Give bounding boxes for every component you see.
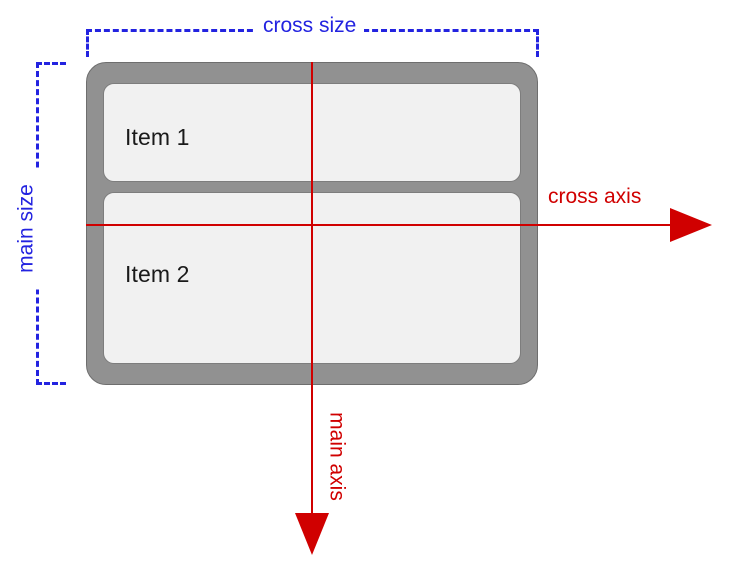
cross-axis-label: cross axis — [548, 185, 642, 208]
cross-size-bracket-right-tick — [536, 29, 539, 57]
main-axis-arrowhead-icon — [295, 513, 329, 555]
cross-size-bracket-left-tick — [86, 29, 89, 57]
flex-item-1-label: Item 1 — [125, 124, 190, 150]
cross-axis-arrowhead-icon — [670, 208, 712, 242]
main-size-bracket-top-tick — [36, 62, 66, 65]
main-size-label: main size — [12, 167, 40, 290]
cross-size-label: cross size — [255, 13, 365, 38]
flex-item-2-label: Item 2 — [125, 261, 190, 287]
main-axis-label: main axis — [325, 412, 349, 501]
main-axis-line — [311, 62, 313, 517]
cross-axis-line — [86, 224, 674, 226]
main-size-bracket-bottom-tick — [36, 382, 66, 385]
